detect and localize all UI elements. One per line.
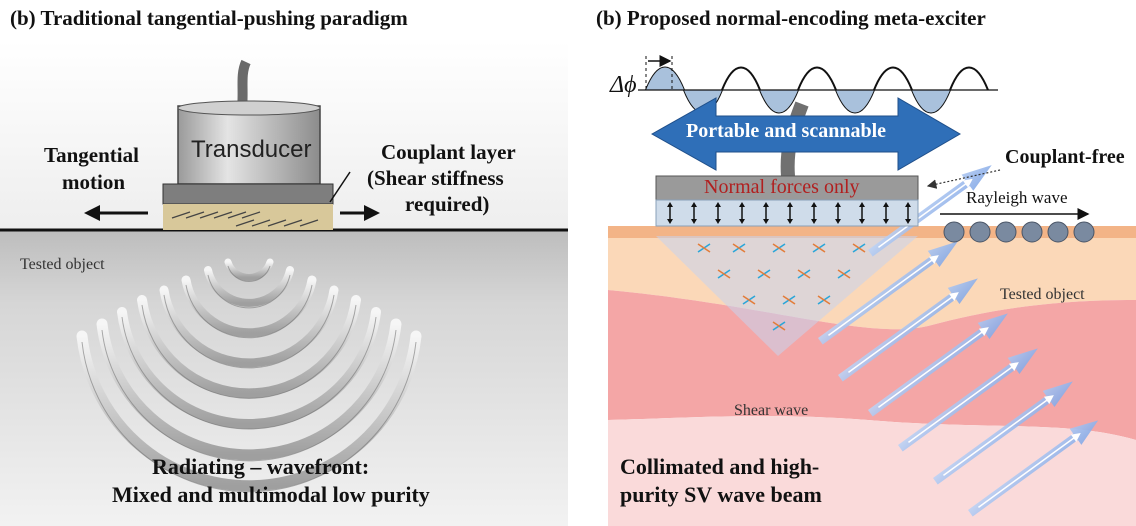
rayleigh-label: Rayleigh wave bbox=[966, 188, 1068, 207]
left-caption-1: Radiating – wavefront: bbox=[152, 454, 370, 479]
medium-middle-layer bbox=[608, 290, 1136, 440]
couplant-pointer bbox=[329, 171, 351, 203]
transducer-label: Transducer bbox=[191, 136, 312, 163]
couplant-label-1: Couplant layer bbox=[381, 140, 516, 164]
tangential-label-2: motion bbox=[62, 170, 125, 194]
couplant-label-2: (Shear stiffness bbox=[367, 166, 504, 190]
traditional-illustration bbox=[0, 40, 568, 526]
right-caption-1: Collimated and high- bbox=[620, 454, 820, 479]
tangential-arrow-left bbox=[84, 205, 148, 221]
exciter-unit-row bbox=[655, 199, 919, 227]
couplant-label-3: required) bbox=[405, 192, 490, 216]
transducer-base bbox=[162, 183, 334, 205]
radiating-wavefronts bbox=[76, 258, 422, 492]
portable-label: Portable and scannable bbox=[686, 120, 887, 142]
sv-beam-arrows bbox=[818, 165, 1099, 517]
shear-wave-label: Shear wave bbox=[734, 402, 809, 419]
panel-proposed: (b) Proposed normal-encoding meta-excite… bbox=[568, 0, 1136, 526]
tested-object-label: Tested object bbox=[20, 256, 105, 273]
couplant-layer bbox=[163, 204, 333, 230]
portable-double-arrow bbox=[650, 97, 961, 171]
transducer-body bbox=[177, 105, 321, 185]
normal-forces-label: Normal forces only bbox=[704, 176, 860, 198]
right-panel-title: (b) Proposed normal-encoding meta-excite… bbox=[596, 6, 986, 30]
couplant-hatch bbox=[171, 211, 319, 227]
phase-shift-label: Δϕ bbox=[610, 72, 637, 98]
tangential-arrow-right bbox=[340, 205, 380, 221]
couplant-free-pointer bbox=[926, 169, 1001, 189]
phase-encoded-wave bbox=[638, 55, 998, 114]
medium-lower-layer bbox=[608, 415, 1136, 526]
meta-exciter-plate bbox=[655, 175, 919, 201]
rayleigh-wave-particles bbox=[943, 221, 1095, 243]
particle-motion-vectors bbox=[697, 243, 866, 331]
left-caption-2: Mixed and multimodal low purity bbox=[112, 482, 430, 507]
tested-object-label-right: Tested object bbox=[1000, 286, 1085, 303]
excitation-zone bbox=[656, 236, 918, 356]
right-caption-2: purity SV wave beam bbox=[620, 482, 822, 507]
panel-traditional: (b) Traditional tangential-pushing parad… bbox=[0, 6, 568, 526]
transducer-top bbox=[177, 100, 321, 116]
tangential-label-1: Tangential bbox=[44, 143, 139, 167]
left-panel-title: (b) Traditional tangential-pushing parad… bbox=[10, 6, 408, 30]
couplant-free-label: Couplant-free bbox=[1005, 146, 1125, 168]
proposed-illustration bbox=[608, 55, 1136, 526]
